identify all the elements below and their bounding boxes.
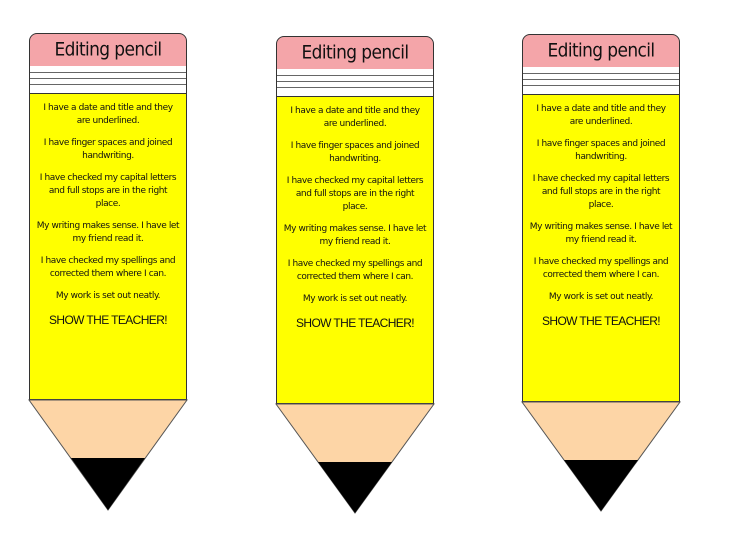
editing-pencil-3: Editing pencil I have a date and title a… (521, 34, 682, 514)
wood-tip (28, 399, 188, 511)
checklist-item: I have a date and title and they are und… (536, 104, 666, 127)
checklist-item: I have a date and title and they are und… (290, 106, 420, 129)
lead-tip (318, 462, 392, 513)
pencil-title: Editing pencil (547, 40, 655, 62)
pencil-eraser: Editing pencil (522, 34, 680, 68)
ferrule-band (523, 79, 679, 80)
editing-pencil-1: Editing pencil I have a date and title a… (28, 33, 189, 513)
checklist-item: My writing makes sense. I have let my fr… (529, 222, 673, 245)
checklist-item: I have checked my spellings and correcte… (533, 257, 669, 280)
checklist-item: My work is set out neatly. (302, 294, 408, 304)
lead-tip (564, 460, 638, 511)
checklist-item: I have finger spaces and joined handwrit… (536, 139, 666, 162)
pencil-eraser: Editing pencil (276, 36, 434, 70)
lead-tip (71, 458, 145, 510)
pencil-ferrule (29, 66, 187, 94)
wood-tip (275, 403, 435, 514)
checklist-item: I have checked my capital letters and fu… (532, 174, 670, 210)
pencil-ferrule (276, 69, 434, 97)
ferrule-band (30, 72, 186, 73)
pencil-tip (28, 399, 188, 511)
show-the-teacher: SHOW THE TEACHER! (295, 316, 415, 330)
show-the-teacher: SHOW THE TEACHER! (48, 313, 168, 327)
pencil-body: I have a date and title and they are und… (276, 97, 434, 404)
checklist-item: I have checked my spellings and correcte… (40, 256, 176, 279)
checklist-item: I have finger spaces and joined handwrit… (43, 138, 173, 161)
pencil-ferrule (522, 67, 680, 95)
pencil-body: I have a date and title and they are und… (29, 94, 187, 400)
checklist-item: My work is set out neatly. (55, 291, 161, 301)
pencil-title: Editing pencil (54, 39, 162, 61)
checklist-item: My work is set out neatly. (548, 292, 654, 302)
checklist-item: I have a date and title and they are und… (43, 103, 173, 126)
checklist-item: I have checked my capital letters and fu… (286, 176, 424, 212)
pencil-eraser: Editing pencil (29, 33, 187, 67)
pencil-body: I have a date and title and they are und… (522, 95, 680, 402)
checklist-item: I have finger spaces and joined handwrit… (290, 141, 420, 164)
pencil-tip (521, 401, 681, 512)
checklist-item: My writing makes sense. I have let my fr… (36, 221, 180, 244)
wood-tip (521, 401, 681, 512)
ferrule-band (277, 75, 433, 76)
checklist-item: I have checked my spellings and correcte… (287, 259, 423, 282)
ferrule-band (523, 85, 679, 86)
ferrule-band (30, 78, 186, 79)
checklist-item: I have checked my capital letters and fu… (39, 173, 177, 209)
pencil-title: Editing pencil (301, 42, 409, 64)
ferrule-band (277, 81, 433, 82)
show-the-teacher: SHOW THE TEACHER! (541, 314, 661, 328)
editing-pencil-2: Editing pencil I have a date and title a… (275, 36, 436, 516)
ferrule-band (30, 84, 186, 85)
ferrule-band (277, 87, 433, 88)
ferrule-band (523, 73, 679, 74)
checklist-item: My writing makes sense. I have let my fr… (283, 224, 427, 247)
pencil-tip (275, 403, 435, 514)
